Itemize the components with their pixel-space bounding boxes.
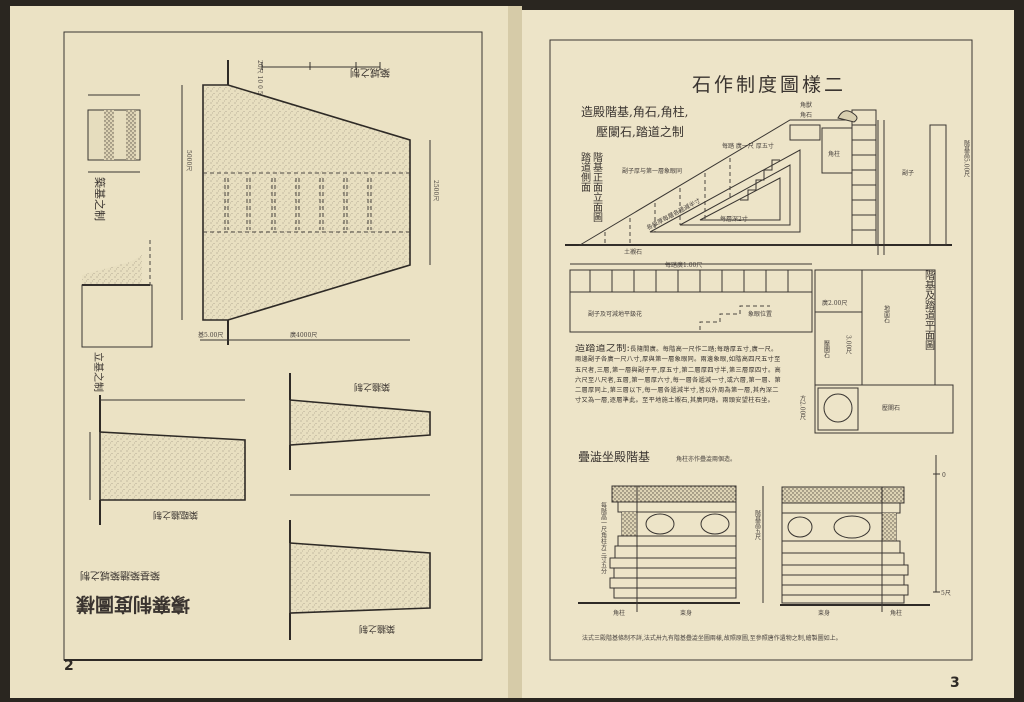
city-height-dim: 5000尺 — [185, 150, 192, 171]
platform-elevation-right: 束身 角柱 — [780, 486, 930, 617]
stair-text-heading: 造踏道之制: — [575, 344, 631, 354]
fuzi-note: 副子厚与第一層象眼同 — [622, 167, 682, 175]
square-200-label: 方2.00尺 — [799, 394, 806, 421]
xiangyan-plan-label: 象眼位置 — [748, 310, 772, 318]
wall2-label: 築臨牆之制 — [153, 509, 198, 521]
step-width-label: 每踏廣1.00尺 — [665, 261, 702, 269]
left-note: 每階高一尺角柱方三寸五分 — [600, 501, 607, 575]
wall-section-left — [89, 395, 246, 525]
fuzi-plan-label: 副子及可減地平鈒花 — [588, 310, 642, 318]
scale-label: 20尺 10 0 5 — [256, 60, 263, 95]
corner-stone-label: 角石 — [800, 111, 812, 119]
corner-beast-label: 角獸 — [800, 101, 812, 109]
section-heading: 疊澁坐殿階基 — [578, 449, 650, 464]
city-width-dim: 廣4000尺 — [290, 331, 317, 339]
stair-text-body: 長隨間廣。每階高一尺作二踏;每踏厚五寸,廣一尺。兩邊副子各廣一尺八寸,厚與第一層… — [575, 346, 781, 405]
book-gutter — [508, 6, 522, 698]
width-200-label: 廣2.00尺 — [822, 299, 847, 307]
stage-height-label: 階基高5.00尺 — [963, 139, 970, 178]
page-number-right: 3 — [950, 675, 960, 691]
left-subtitle: 築基築牆築城之制 — [80, 569, 160, 582]
stair-plan: 每踏廣1.00尺 副子及可減地平鈒花 象眼位置 廣2.00尺 壓闌石 3.00尺… — [569, 261, 954, 434]
scale-five: 5尺 — [941, 590, 951, 597]
elevation-scale: 0 5尺 — [933, 455, 951, 597]
step-each-label: 每踏 廣一尺 厚五寸 — [722, 142, 774, 150]
city-wall-label: 築城之制 — [350, 66, 390, 79]
footnote: 法式三殿階基條制不詳,法式卅九有階基疊澁坐圖兩樣,故照原圖,至參照唐作遺物之制,… — [582, 634, 842, 642]
corner-post-right: 角柱 — [890, 609, 902, 617]
corner-post-label: 角柱 — [828, 150, 840, 158]
yalan-label-v: 壓闌石 — [823, 340, 830, 359]
fuzi-label: 副子 — [902, 169, 914, 177]
yalan-label-h: 壓闌石 — [882, 405, 900, 412]
wall-label: 築牆之制 — [354, 381, 390, 393]
right-subtitle-2: 壓闌石,踏道之制 — [596, 125, 684, 139]
wall3-label: 築牆之制 — [359, 623, 395, 635]
right-subtitle-1: 造殿階基,角石,角柱, — [581, 104, 688, 119]
city-side-dim: 2500尺 — [432, 180, 439, 201]
foundation-detail: 築基之制 立基之制 — [81, 94, 153, 392]
corner-post-left: 角柱 — [613, 609, 625, 617]
height-label: 階基高五尺 — [754, 509, 761, 541]
scale-zero: 0 — [942, 472, 946, 479]
side-label-1: 踏道側面 — [579, 151, 591, 193]
wall-section-lower: 築牆之制 — [289, 520, 431, 640]
city-wall-section: 5000尺 2500尺 廣4000尺 基5.00尺 築城之制 — [181, 60, 439, 345]
page-number-left: 2 — [64, 658, 74, 674]
city-base-dim: 基5.00尺 — [198, 331, 223, 339]
body-right: 束身 — [818, 609, 830, 617]
base-label: 立基之制 — [92, 352, 105, 392]
section-note: 角柱亦作疊澁兩個造。 — [676, 455, 736, 463]
foundation-label: 築基之制 — [93, 177, 107, 221]
ground-label: 地面石 — [883, 304, 890, 324]
plan-label: 階基及踏道平面圖 — [923, 270, 935, 351]
right-page-content: 石作制度圖樣二 造殿階基,角石,角柱, 壓闌石,踏道之制 階基正面立面圖 踏道側… — [549, 39, 973, 691]
stair-text-block: 造踏道之制:長隨間廣。每階高一尺作二踏;每踏厚五寸,廣一尺。兩邊副子各廣一尺八寸… — [575, 344, 781, 405]
wall-section-upper: 築牆之制 — [289, 373, 431, 496]
right-frame — [549, 39, 973, 661]
platform-elevation-left: 每階高一尺角柱方三寸五分 角柱 束身 — [578, 485, 740, 617]
left-page-content: 20尺 10 0 5 5000尺 2500尺 廣4000尺 — [63, 31, 483, 674]
scale-bar: 20尺 10 0 5 — [256, 60, 381, 95]
body-left: 束身 — [680, 609, 692, 617]
layer-depth-label: 每層深2寸 — [720, 215, 748, 223]
right-title: 石作制度圖樣二 — [692, 74, 846, 96]
tuchen-label: 土襯石 — [624, 248, 642, 256]
side-label-2: 階基正面立面圖 — [591, 152, 603, 223]
left-title: 壕寨制度圖樣 — [75, 593, 190, 616]
len-300-label: 3.00尺 — [845, 335, 852, 356]
